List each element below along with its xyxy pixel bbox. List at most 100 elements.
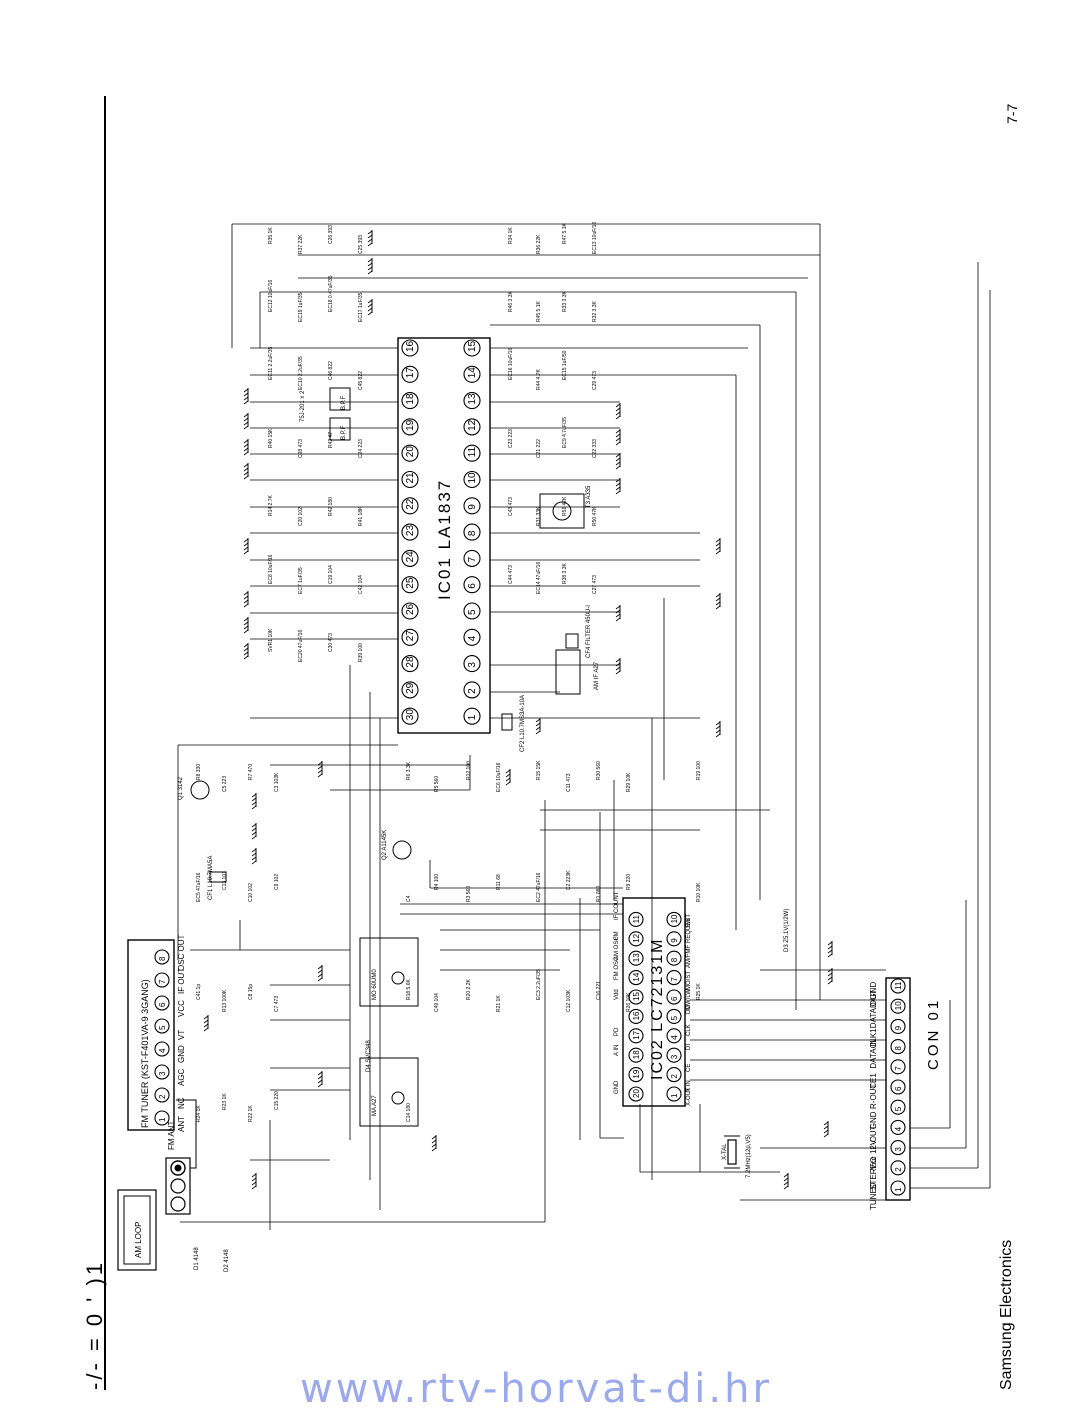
- ic01-pin: 18: [405, 393, 416, 405]
- ic01-pin-circle: [463, 339, 481, 357]
- diode-d1: D1 4148: [194, 1247, 200, 1270]
- fm-tuner-pin: 6: [158, 1002, 167, 1007]
- component-label: R41 18K: [358, 506, 364, 526]
- component-label: C11 473: [566, 773, 572, 792]
- ic02-pin: 13: [632, 953, 641, 962]
- ic01-pin: 10: [467, 472, 478, 484]
- component-label: C3 103K: [274, 772, 280, 792]
- diode-d3: D3 Z5.1V(1/2W): [784, 909, 790, 952]
- con01-pin-circle: [890, 978, 906, 994]
- transistor-q1: Q1 3142: [178, 776, 184, 800]
- ic01-pin: 14: [467, 367, 478, 379]
- component-label: R31 33K: [536, 506, 542, 526]
- ic02-pin: 14: [632, 972, 641, 981]
- ic01-pin-circle: [463, 655, 481, 673]
- ground-symbol: [715, 538, 721, 555]
- ic01-pin-circle: [401, 628, 419, 646]
- ic01-pin-circle: [401, 392, 419, 410]
- component-label: R35 1K: [268, 227, 274, 244]
- ic02-pin: 1: [670, 1093, 679, 1098]
- component-label: R21 1K: [496, 995, 502, 1012]
- ic01-pin-circle: [401, 707, 419, 725]
- ic02-pin: 16: [632, 1011, 641, 1020]
- component-label: R40 15K: [268, 428, 274, 448]
- component-label: R25 1K: [696, 983, 702, 1000]
- ic02-pin: 11: [632, 915, 641, 924]
- con01-pin: 11: [894, 981, 903, 990]
- con01-signal-label: TUNED: [869, 1182, 878, 1210]
- ic01-pin-circle: [401, 365, 419, 383]
- ic02-pin-circle: [628, 1067, 644, 1083]
- con01-signal-label: R-OUT: [869, 1084, 878, 1109]
- fm-tuner-pin-circle: [154, 1064, 170, 1080]
- ic01-pin-circle: [463, 707, 481, 725]
- ic02-pin: 4: [670, 1035, 679, 1040]
- ic02-pin: 6: [670, 996, 679, 1001]
- fm-tuner-pin-circle: [154, 1041, 170, 1057]
- ground-symbol: [715, 721, 721, 738]
- filter-cf4: CF4 FILTER 450U-I: [586, 605, 592, 658]
- ic01-pin: 9: [467, 504, 478, 510]
- ground-symbol: [615, 478, 621, 495]
- ic01-pin: 5: [467, 609, 478, 615]
- ic02-signal-label: FM: [614, 931, 620, 940]
- ground-symbol: [251, 1173, 257, 1190]
- component-label: R44 4.7K: [536, 368, 542, 390]
- component-label: EC16 10uF/16: [508, 348, 514, 380]
- ground-symbol: [615, 605, 621, 622]
- ic01-pin: 23: [405, 525, 416, 537]
- ic01-pin: 25: [405, 577, 416, 589]
- ic02-pin-circle: [666, 931, 682, 947]
- ground-symbol: [367, 258, 373, 275]
- ic01-pin: 12: [467, 419, 478, 431]
- component-label: R46 3.3K: [508, 290, 514, 312]
- component-label: C28 473: [298, 439, 304, 458]
- fm-tuner-pin-label: NC: [177, 1097, 186, 1109]
- ground-symbol: [243, 413, 249, 430]
- con01-signal-label: DATA IN: [869, 1038, 878, 1068]
- component-label: R1 080: [596, 886, 602, 902]
- ic01-pin-circle: [463, 365, 481, 383]
- component-label: R43 47: [328, 432, 334, 448]
- wiring: [177, 223, 991, 1230]
- fm-tuner-pin-label: OSC OUT: [177, 934, 186, 971]
- component-label: R26 10K: [626, 992, 632, 1012]
- con01-pin-circle: [890, 1160, 906, 1176]
- component-label: C49 104: [434, 993, 440, 1012]
- component-label: EC14 47uF/16: [536, 562, 542, 594]
- ic02-signal-label: MO/ST: [686, 971, 692, 990]
- ic01-pin: 1: [467, 714, 478, 720]
- ic01-pin: 24: [405, 551, 416, 563]
- ic02-pin-circle: [666, 1008, 682, 1024]
- component-label: EC17 1uF/35: [358, 292, 364, 322]
- ground-symbol: [367, 230, 373, 247]
- ic02-signal-label: IF REQUEST: [686, 914, 692, 950]
- component-label: C43 473: [508, 497, 514, 516]
- component-label: C30 473: [328, 633, 334, 652]
- con01-signal-label: Vcc 12V: [869, 1139, 878, 1169]
- fm-tuner-pin: 8: [158, 956, 167, 961]
- fm-tuner-title: FM TUNER (KST-F401VA-9 3GANG): [140, 979, 150, 1128]
- ground-symbol: [243, 591, 249, 608]
- con01-pin-circle: [890, 1119, 906, 1135]
- antenna-block: AM LOOP FM ANT: [117, 1099, 197, 1271]
- ic01-pin-circle: [463, 523, 481, 541]
- component-label: EC18 0.47uF/35: [328, 275, 334, 312]
- ic01-pin-circle: [401, 655, 419, 673]
- fm-tuner-pin-label: GND: [177, 1045, 186, 1063]
- ic02-pin-circle: [666, 989, 682, 1005]
- con01-signal-label: D-GND: [869, 982, 878, 1008]
- filter-am-if: AM IF A27: [594, 661, 600, 690]
- ground-symbol: [243, 617, 249, 634]
- ic01-pin: 29: [405, 682, 416, 694]
- ic01-pin: 15: [467, 340, 478, 352]
- component-label: R37 22K: [298, 234, 304, 254]
- ground-symbol: [715, 593, 721, 610]
- component-label: EC13 10uF/16: [592, 222, 598, 254]
- component-label: C41 1p: [196, 984, 202, 1000]
